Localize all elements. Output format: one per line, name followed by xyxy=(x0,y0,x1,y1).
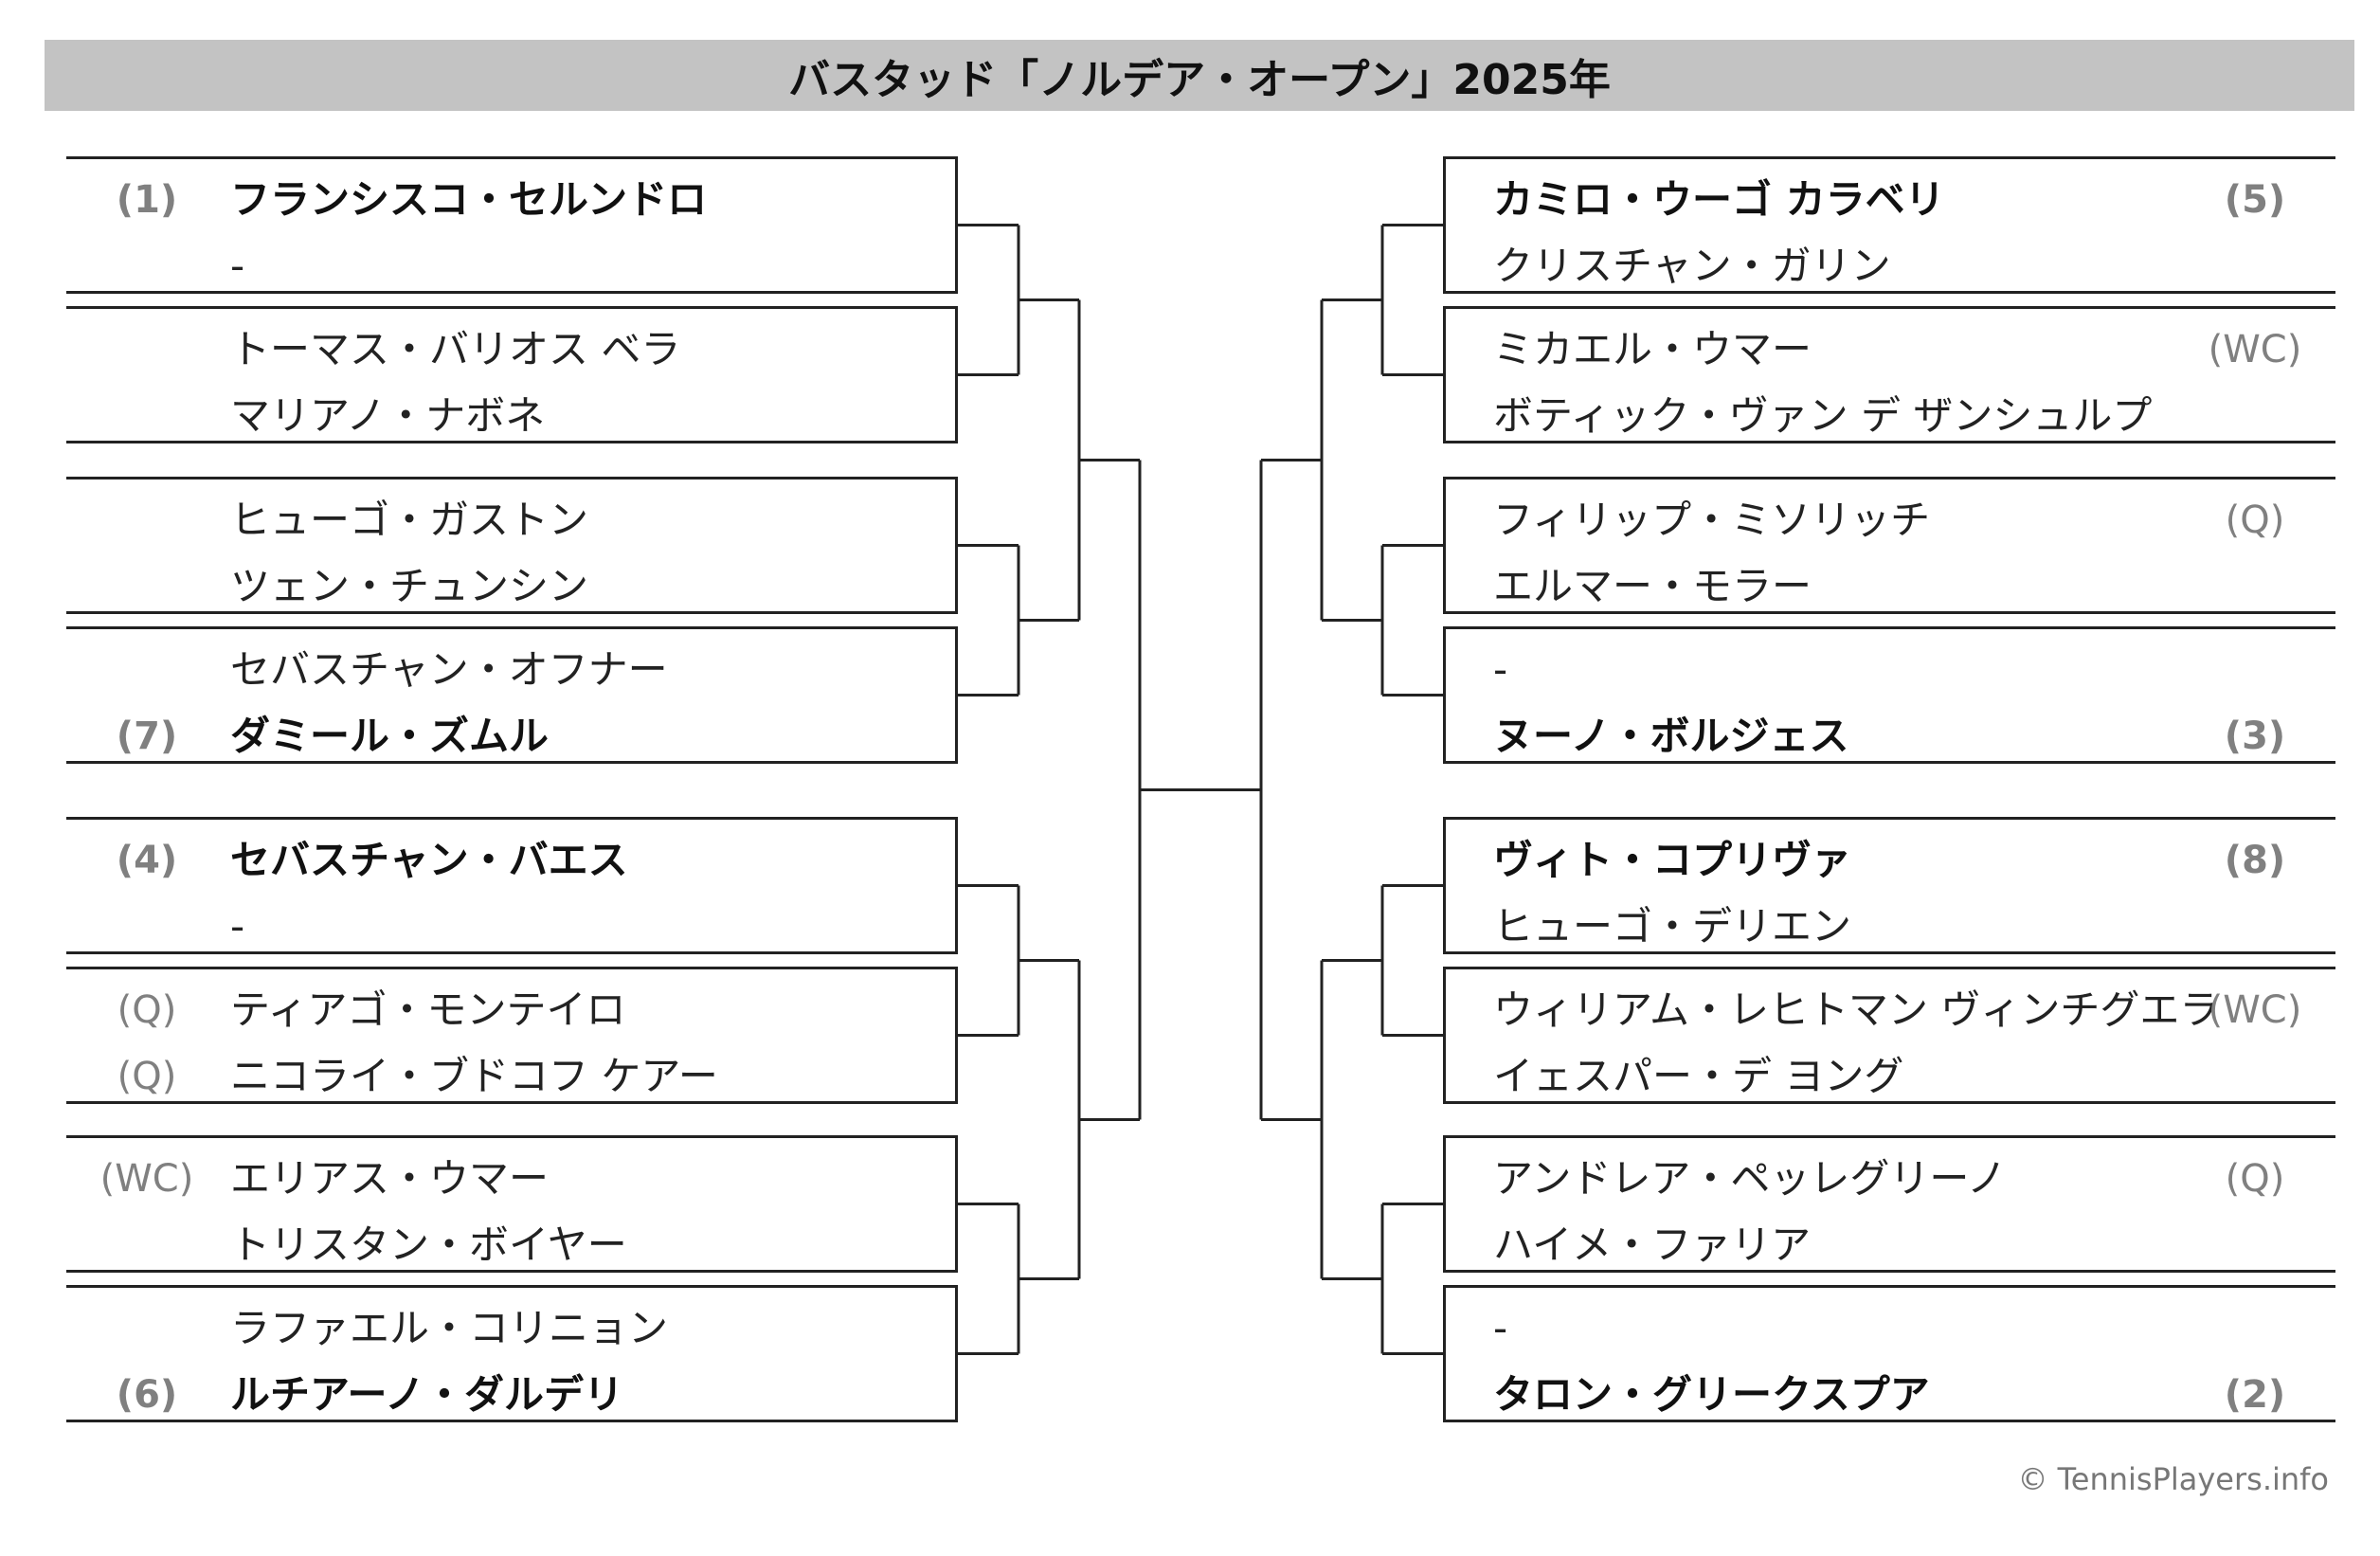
player-name: ラファエル・コリニョン xyxy=(230,1305,669,1351)
player-seed: (8) xyxy=(2224,839,2286,882)
player-name: エリアス・ウマー xyxy=(230,1155,550,1202)
player-seed: (WC) xyxy=(2208,328,2302,371)
player-name: セバスチャン・バエス xyxy=(230,837,628,883)
player-name: ハイメ・ファリア xyxy=(1493,1221,1812,1268)
right-match-box xyxy=(1443,1285,2335,1422)
right-match-box xyxy=(1443,817,2335,954)
player-seed: (7) xyxy=(116,715,178,758)
player-name: ツェン・チュンシン xyxy=(230,563,589,609)
player-name: ダミール・ズムル xyxy=(230,713,550,759)
player-name: トーマス・バリオス ベラ xyxy=(230,326,681,372)
player-name: - xyxy=(230,243,245,289)
player-seed: (WC) xyxy=(2208,988,2302,1032)
page-title: バスタッド「ノルデア・オープン」2025年 xyxy=(45,40,2354,111)
player-name: フィリップ・ミソリッチ xyxy=(1493,497,1931,543)
player-name: カミロ・ウーゴ カラベリ xyxy=(1493,176,1945,223)
player-name: - xyxy=(230,903,245,950)
player-name: ヒューゴ・デリエン xyxy=(1493,903,1852,950)
left-match-box xyxy=(66,1135,958,1273)
player-name: ヒューゴ・ガストン xyxy=(230,497,589,543)
player-name: ミカエル・ウマー xyxy=(1493,326,1812,372)
player-name: タロン・グリークスプア xyxy=(1493,1371,1930,1418)
player-name: ボティック・ヴァン デ ザンシュルプ xyxy=(1493,392,2153,439)
player-seed: (5) xyxy=(2224,178,2286,222)
player-name: エルマー・モラー xyxy=(1493,563,1812,609)
player-seed: (1) xyxy=(116,178,178,222)
right-match-box xyxy=(1443,1135,2335,1273)
player-seed: (Q) xyxy=(117,1055,177,1098)
player-name: ヴィト・コプリヴァ xyxy=(1493,837,1852,883)
right-match-box xyxy=(1443,626,2335,764)
right-match-box xyxy=(1443,967,2335,1104)
player-name: - xyxy=(1493,1305,1508,1351)
player-seed: (4) xyxy=(116,839,178,882)
left-match-box xyxy=(66,477,958,614)
player-seed: (Q) xyxy=(2225,498,2285,542)
player-name: セバスチャン・オフナー xyxy=(230,646,668,693)
left-match-box xyxy=(66,626,958,764)
player-name: ティアゴ・モンテイロ xyxy=(230,986,626,1033)
player-name: - xyxy=(1493,646,1508,693)
player-name: クリスチャン・ガリン xyxy=(1493,243,1891,289)
left-match-box xyxy=(66,156,958,294)
player-name: ニコライ・ブドコフ ケアー xyxy=(230,1053,718,1099)
player-seed: (WC) xyxy=(99,1157,194,1201)
left-match-box xyxy=(66,817,958,954)
player-seed: (2) xyxy=(2224,1373,2286,1417)
player-name: ルチアーノ・ダルデリ xyxy=(230,1371,623,1418)
player-name: アンドレア・ペッレグリーノ xyxy=(1493,1155,2007,1202)
player-name: トリスタン・ボイヤー xyxy=(230,1221,627,1268)
player-name: ウィリアム・レヒトマン ヴィンチグエラ xyxy=(1493,986,2220,1033)
player-name: イェスパー・デ ヨング xyxy=(1493,1053,1904,1099)
player-name: ヌーノ・ボルジェス xyxy=(1493,713,1849,759)
player-seed: (Q) xyxy=(2225,1157,2285,1201)
left-match-box xyxy=(66,1285,958,1422)
right-match-box xyxy=(1443,477,2335,614)
right-match-box xyxy=(1443,156,2335,294)
player-name: フランシスコ・セルンドロ xyxy=(230,176,708,223)
left-match-box xyxy=(66,967,958,1104)
player-seed: (Q) xyxy=(117,988,177,1032)
player-seed: (6) xyxy=(116,1373,178,1417)
copyright-notice: © TennisPlayers.info xyxy=(2017,1461,2329,1497)
player-seed: (3) xyxy=(2224,715,2286,758)
right-match-box xyxy=(1443,306,2335,443)
left-match-box xyxy=(66,306,958,443)
player-name: マリアノ・ナボネ xyxy=(230,392,546,439)
